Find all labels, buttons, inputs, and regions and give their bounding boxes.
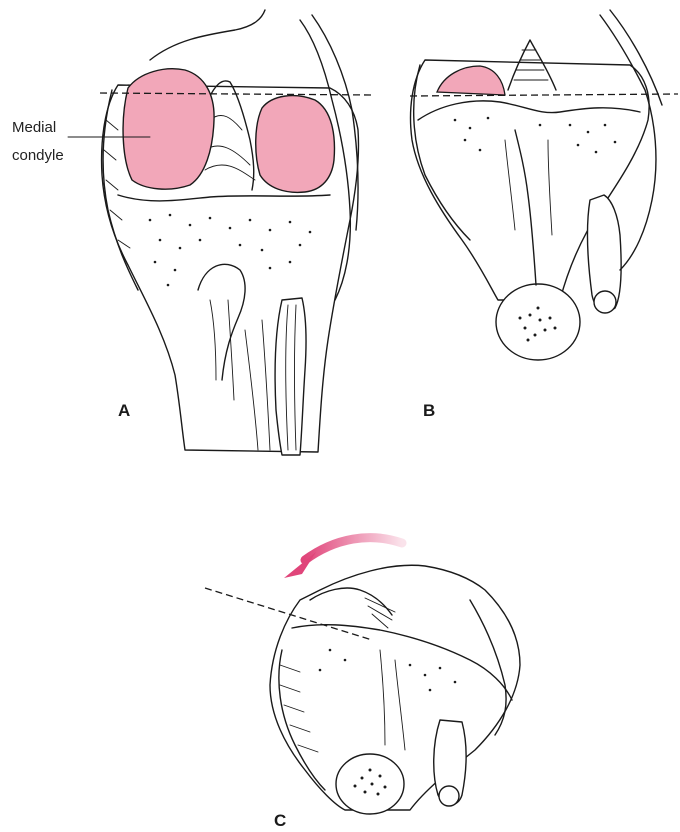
label-medial-line2: condyle	[12, 147, 64, 164]
femur-top-a	[150, 10, 265, 60]
panel-b	[410, 10, 678, 360]
fibula-section-b	[594, 291, 616, 313]
shaft-section-c	[336, 754, 404, 814]
panel-c	[205, 538, 520, 814]
panel-label-c: C	[274, 811, 286, 830]
shaft-section-b	[496, 284, 580, 360]
medial-condyle-a	[123, 69, 214, 189]
panel-label-b: B	[423, 401, 435, 420]
rotation-arrowhead	[284, 552, 316, 578]
fibula-a	[275, 298, 306, 455]
panel-a	[68, 10, 375, 455]
panel-label-a: A	[118, 401, 130, 420]
label-medial-line1: Medial	[12, 119, 56, 136]
rotation-arrow	[305, 538, 402, 560]
fibula-section-c	[439, 786, 459, 806]
lateral-condyle-a	[256, 96, 335, 193]
